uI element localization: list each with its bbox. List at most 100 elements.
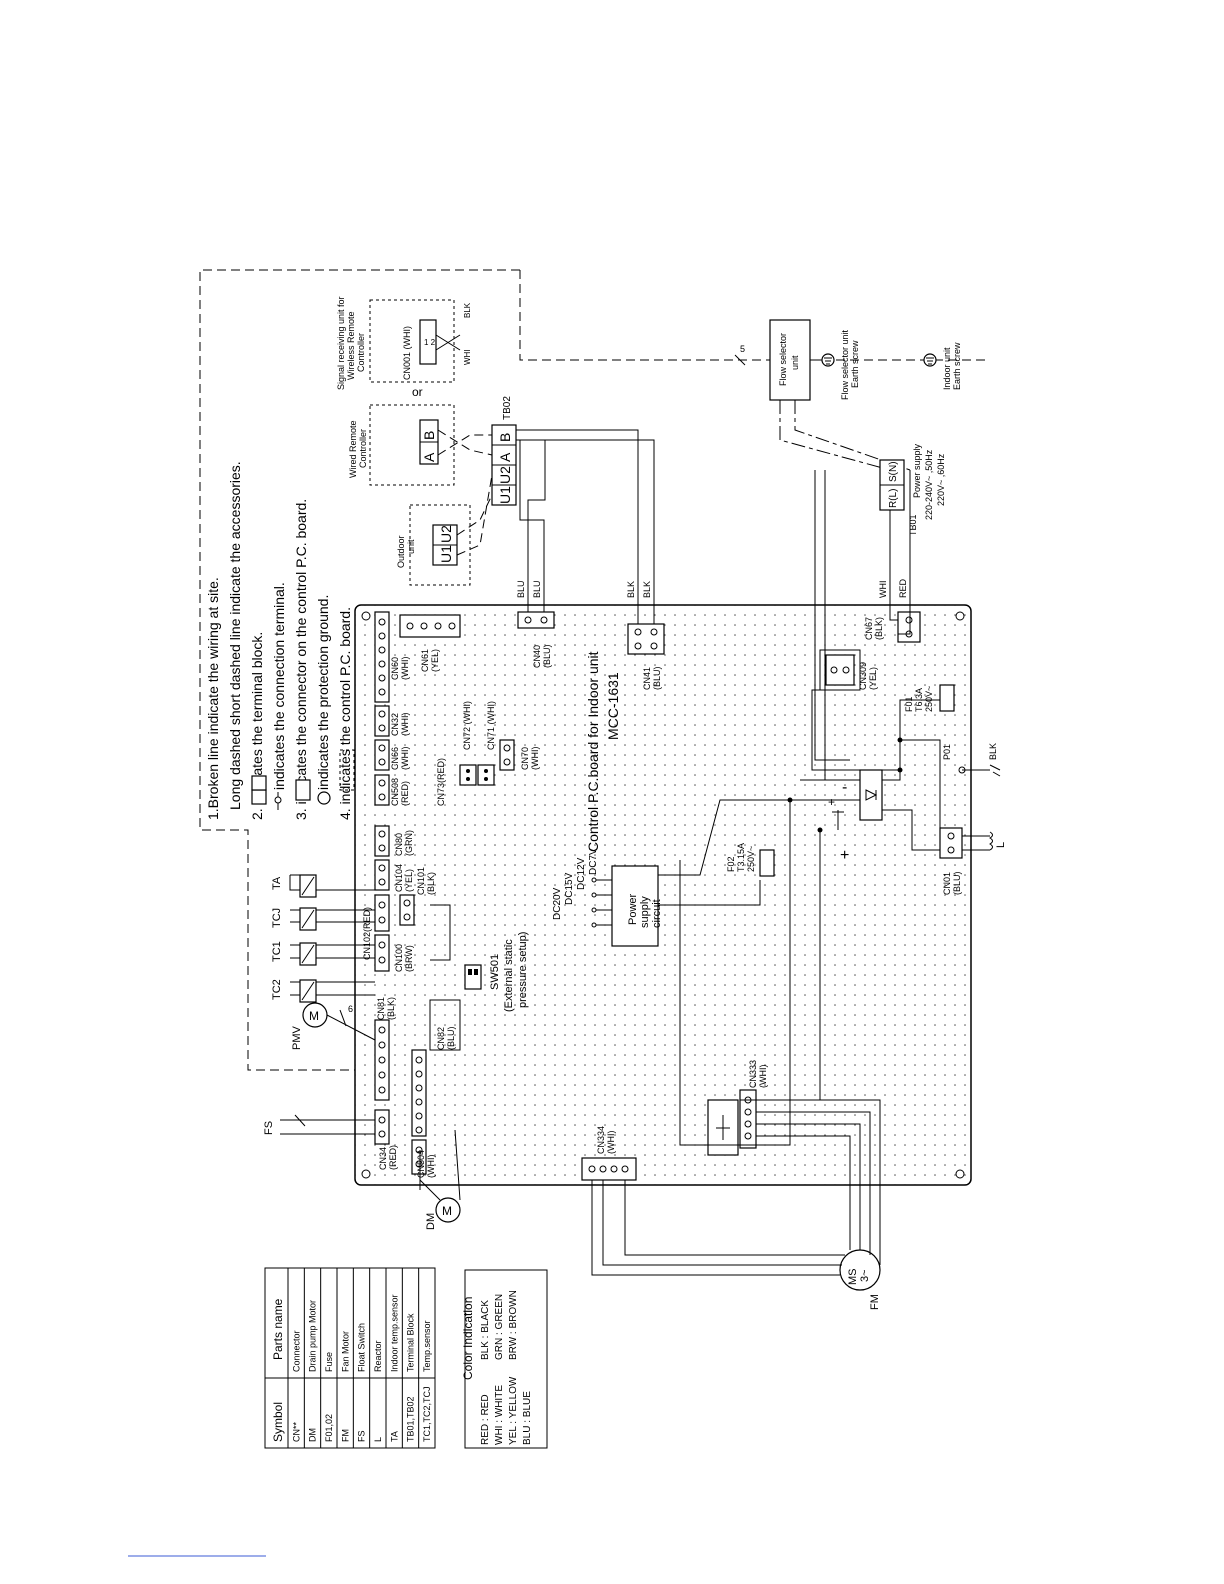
svg-text:CN309: CN309 <box>858 662 868 690</box>
svg-text:U1: U1 <box>497 486 513 504</box>
svg-text:CN001 (WHI): CN001 (WHI) <box>402 326 412 380</box>
svg-text:1 2: 1 2 <box>424 338 436 347</box>
svg-text:WHI: WHI <box>878 581 888 599</box>
svg-text:DC20V: DC20V <box>552 887 563 920</box>
parts-table-name: Drain pump Motor <box>308 1300 318 1372</box>
svg-text:BLK: BLK <box>642 581 652 598</box>
svg-text:(WHI): (WHI) <box>758 1065 768 1089</box>
svg-text:(BLK): (BLK) <box>386 997 396 1020</box>
svg-text:Flow selector: Flow selector <box>778 333 788 386</box>
svg-text:Color Indication: Color Indication <box>461 1297 475 1380</box>
svg-text:BLU: BLU <box>532 580 542 598</box>
svg-text:CN508: CN508 <box>390 778 400 806</box>
parts-table-symbol: FS <box>357 1430 367 1442</box>
connector-cn101 <box>399 894 415 926</box>
indoor-unit-earth-icon <box>923 353 937 367</box>
svg-text:CN72 (WHI): CN72 (WHI) <box>462 701 472 750</box>
parts-table-name: Float Switch <box>357 1323 367 1372</box>
connector-cn334 <box>581 1157 637 1181</box>
svg-text:or: or <box>412 385 423 399</box>
svg-text:DC15V: DC15V <box>564 872 575 905</box>
svg-text:CN66: CN66 <box>390 747 400 770</box>
fan-motor: MS 3~ FM <box>591 1099 881 1310</box>
flow-selector-earth-icon <box>810 353 835 367</box>
svg-text:3~: 3~ <box>859 1269 871 1282</box>
connector-cn60 <box>374 611 390 703</box>
svg-text:F01: F01 <box>904 696 914 712</box>
parts-table-symbol: CN** <box>291 1421 301 1442</box>
svg-text:U2: U2 <box>497 466 513 484</box>
terminal-block-icon <box>251 789 267 805</box>
svg-text:Indoor unit: Indoor unit <box>942 347 952 390</box>
protection-ground-icon <box>317 791 331 805</box>
svg-text:CN82: CN82 <box>436 1027 446 1050</box>
svg-text:(WHI): (WHI) <box>400 657 410 681</box>
svg-text:5: 5 <box>740 344 745 354</box>
svg-text:M: M <box>442 1204 452 1218</box>
svg-text:(BLU): (BLU) <box>652 666 662 690</box>
connector-cn70 <box>499 739 515 771</box>
svg-text:CN81: CN81 <box>376 997 386 1020</box>
svg-text:FM: FM <box>869 1294 881 1310</box>
fuse-f01 <box>939 684 955 712</box>
parts-table-symbol: TA <box>389 1431 399 1442</box>
svg-text:TB02: TB02 <box>502 396 513 420</box>
svg-text:A: A <box>421 452 437 462</box>
svg-text:TC1: TC1 <box>271 941 283 962</box>
connector-cn102 <box>374 894 390 932</box>
pcb-icon <box>339 749 355 791</box>
switch-sw501 <box>464 964 482 990</box>
parts-table-name: Reactor <box>373 1340 383 1372</box>
connectors: CN34 (RED) CN81 (BLK) CN82 (BLU) CN504 (… <box>362 611 966 1181</box>
svg-text:unit: unit <box>790 355 800 370</box>
parts-table-name: Fan Motor <box>340 1331 350 1372</box>
svg-text:CN70: CN70 <box>520 747 530 770</box>
bridge-rectifier <box>859 769 883 821</box>
parts-table-name: Terminal Block <box>406 1313 416 1372</box>
svg-text:CN101: CN101 <box>416 867 426 895</box>
svg-text:(BRW): (BRW) <box>404 945 414 972</box>
svg-text:(WHI): (WHI) <box>606 1131 616 1155</box>
svg-text:CN61: CN61 <box>420 649 430 672</box>
connector-cn40 <box>517 611 555 629</box>
svg-text:CN41: CN41 <box>642 667 652 690</box>
connector-cn504 <box>411 1139 427 1175</box>
parts-table-symbol: F01,02 <box>324 1414 334 1442</box>
connector-icon <box>295 779 311 801</box>
pcb-labels: Control P.C.board for Indoor unit MCC-16… <box>552 649 955 1156</box>
svg-text:TB01: TB01 <box>908 514 918 536</box>
svg-text:DM: DM <box>425 1213 437 1230</box>
svg-text:PMV: PMV <box>291 1026 303 1051</box>
fuse-f02 <box>759 849 775 877</box>
svg-text:Controller: Controller <box>356 333 366 372</box>
connector-cn508 <box>374 774 390 806</box>
color-indication: Color Indication RED : RED WHI : WHITE Y… <box>461 1269 548 1449</box>
svg-text:-: - <box>842 779 847 796</box>
wired-remote-controller <box>369 404 455 486</box>
svg-text:indicates the protection groun: indicates the protection ground. <box>315 595 331 790</box>
svg-text:CN67: CN67 <box>864 617 874 640</box>
svg-text:250V~: 250V~ <box>746 846 756 872</box>
connector-cn309 <box>825 654 855 686</box>
svg-text:RED: RED <box>898 578 908 598</box>
svg-text:M: M <box>309 1009 319 1023</box>
reactor: L BLK <box>962 743 1007 851</box>
svg-text:BLK : BLACK: BLK : BLACK <box>480 1300 491 1360</box>
board-title: Control P.C.board for Indoor unit <box>585 651 601 852</box>
svg-text:RED : RED: RED : RED <box>480 1394 491 1445</box>
svg-text:FS: FS <box>263 1121 275 1135</box>
svg-text:S(N): S(N) <box>888 461 899 482</box>
parts-table-symbol: L <box>373 1437 383 1442</box>
svg-text:CN73(RED): CN73(RED) <box>436 758 446 806</box>
connector-cn34 <box>374 1109 390 1145</box>
svg-text:circuit: circuit <box>651 899 663 928</box>
svg-text:Wireless Remote: Wireless Remote <box>346 311 356 380</box>
svg-text:2. indicates the termin: 2. indicates the terminal block. <box>249 632 265 820</box>
svg-text:Controller: Controller <box>358 429 368 468</box>
parts-table-name: Connector <box>291 1330 301 1372</box>
svg-text:(YEL): (YEL) <box>404 869 414 892</box>
parts-table-name: Fuse <box>324 1352 334 1372</box>
svg-text:TC2: TC2 <box>271 979 283 1000</box>
